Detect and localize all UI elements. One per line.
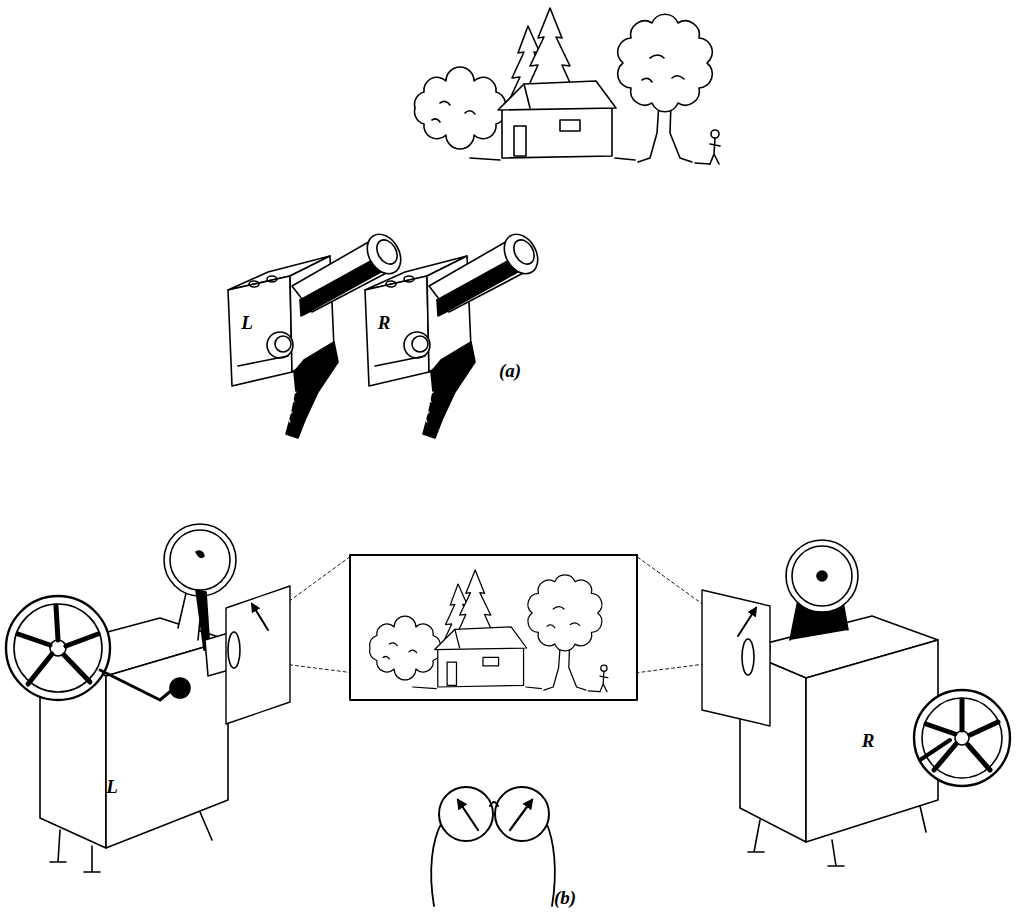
panel-label: (b) xyxy=(554,888,576,907)
viewer-glasses xyxy=(431,787,555,906)
projector-label: L xyxy=(106,777,118,796)
projector-label: R xyxy=(862,731,875,750)
left-projector xyxy=(6,524,290,872)
panel-label: (a) xyxy=(499,361,521,380)
camera-label: R xyxy=(378,313,391,332)
screen xyxy=(350,555,637,700)
right-projector xyxy=(702,540,1010,866)
projected-scene xyxy=(370,570,608,692)
camera-label: L xyxy=(241,313,253,332)
right-camera xyxy=(365,228,544,438)
scene xyxy=(415,8,720,164)
